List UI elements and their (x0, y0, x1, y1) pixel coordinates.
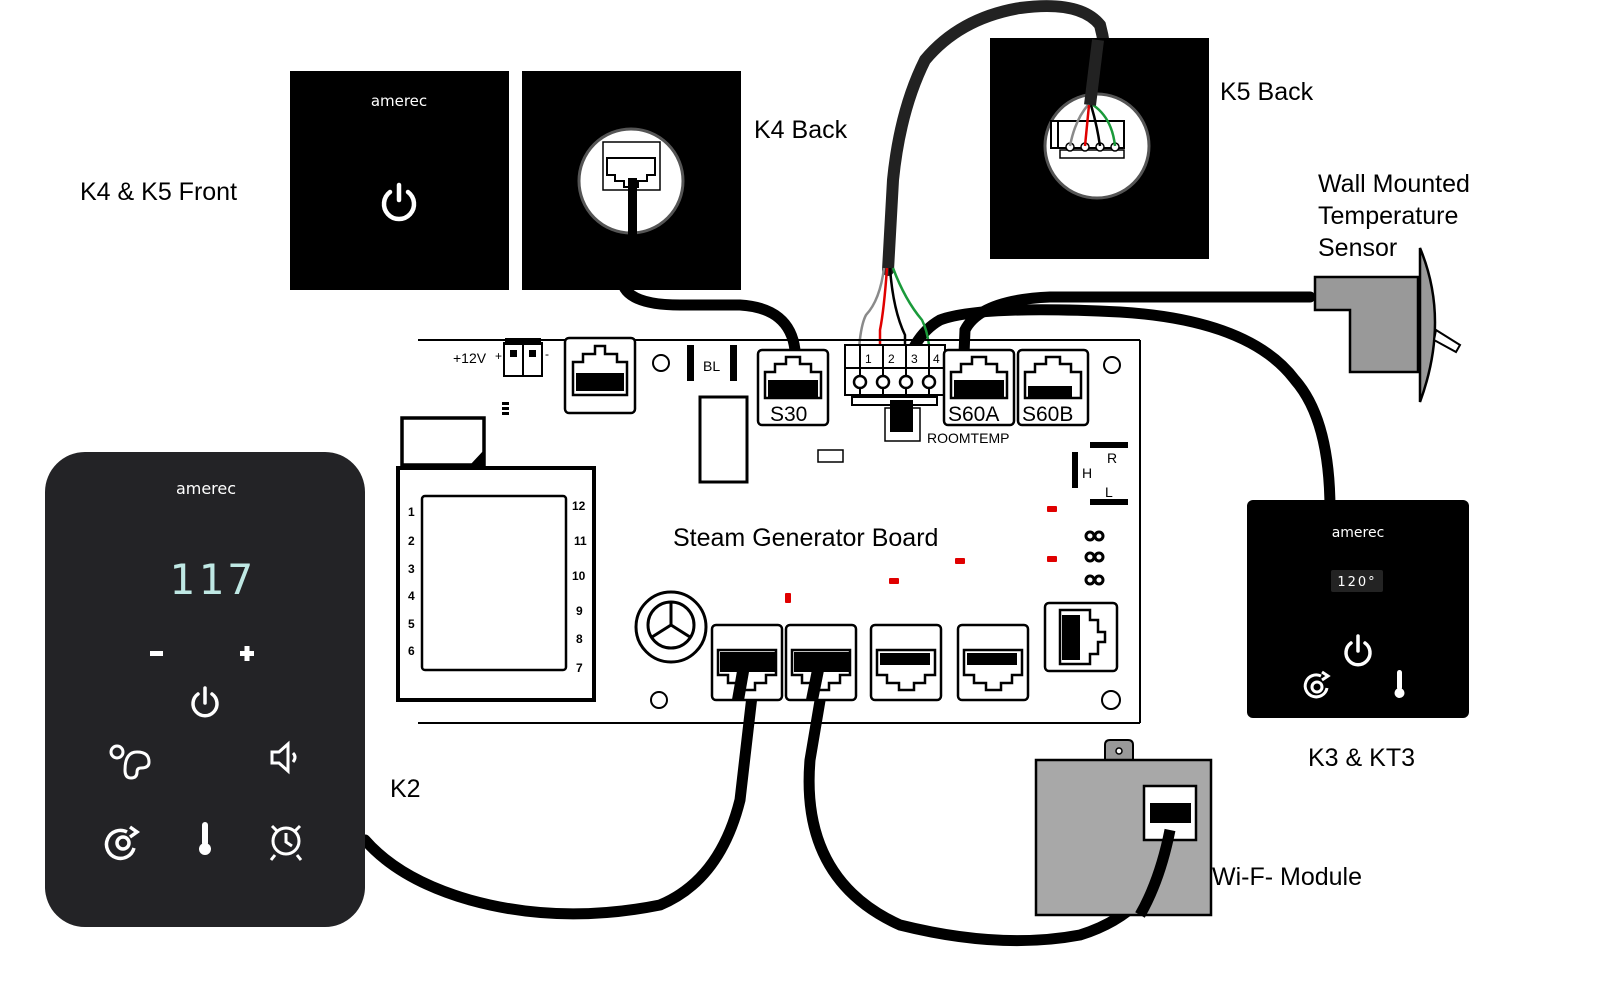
wall-sensor-label-line1: Wall Mounted (1318, 170, 1470, 198)
k2-display: 117 (169, 555, 257, 604)
jumper-r-label: R (1107, 450, 1117, 466)
k2-sound-icon[interactable] (270, 740, 297, 775)
k2-minus-button[interactable] (150, 651, 163, 656)
k4-front-brand: amerec (371, 92, 427, 110)
port-unlabeled-top[interactable] (563, 336, 637, 415)
mount-hole (650, 691, 668, 709)
transformer-pin-12: 12 (572, 499, 586, 513)
terminal-pin-1: 1 (865, 352, 872, 366)
wire-red (878, 267, 889, 380)
wall-sensor-label-line3: Sensor (1318, 234, 1397, 262)
header-pins (1084, 530, 1105, 586)
k3-power-icon[interactable] (1344, 634, 1372, 667)
bl-label: BL (703, 358, 720, 374)
power-icon[interactable] (381, 182, 417, 222)
port-s60b[interactable]: S60B (1016, 348, 1090, 427)
transformer-pin-9: 9 (576, 604, 583, 618)
transformer-pin-8: 8 (576, 632, 583, 646)
k4-k5-front-panel: amerec (290, 71, 509, 290)
jumper-h-label: H (1082, 465, 1092, 481)
port-bottom-4[interactable] (956, 623, 1030, 702)
k3-kt3-label: K3 & KT3 (1308, 744, 1415, 772)
cable-k2-to-board (359, 664, 761, 920)
wall-temperature-sensor (1313, 247, 1462, 403)
k2-brand: amerec (176, 479, 236, 498)
k5-back-panel (990, 38, 1209, 259)
terminal-pin-2: 2 (888, 352, 895, 366)
terminal-block[interactable]: 1 2 3 4 (844, 344, 946, 406)
transformer-pin-2: 2 (408, 534, 415, 548)
transformer-pin-10: 10 (572, 569, 586, 583)
status-leds (785, 506, 1057, 603)
k2-thermometer-icon[interactable] (199, 822, 211, 855)
cable-k4-to-s30 (614, 199, 803, 374)
k3-brand: amerec (1332, 525, 1385, 541)
board-label: Steam Generator Board (673, 524, 938, 552)
k2-timer-icon[interactable] (104, 825, 141, 861)
port-side[interactable] (1043, 601, 1119, 673)
transformer-pin-5: 5 (408, 617, 415, 631)
k5-back-label: K5 Back (1220, 78, 1314, 106)
k4-back-panel (522, 71, 741, 290)
k3-thermometer-icon[interactable] (1394, 670, 1405, 698)
terminal-pin-3: 3 (911, 352, 918, 366)
k4-back-label: K4 Back (754, 116, 848, 144)
transformer-pin-4: 4 (408, 589, 415, 603)
relay (698, 395, 749, 484)
mount-hole (652, 354, 670, 372)
k2-alarm-icon[interactable] (269, 824, 303, 861)
port-bottom-3[interactable] (869, 623, 943, 702)
wifi-module (1034, 739, 1213, 918)
power-label: +12V (453, 350, 487, 366)
k2-power-icon[interactable] (191, 686, 219, 718)
k3-timer-icon[interactable] (1303, 670, 1331, 699)
k2-label: K2 (390, 775, 421, 803)
power-minus: - (545, 347, 549, 361)
port-s60a[interactable]: S60A (942, 348, 1016, 427)
transformer-pin-1: 1 (408, 505, 415, 519)
k3-display: 120° (1337, 575, 1376, 590)
port-s30-label: S30 (770, 403, 807, 426)
mount-hole (1103, 356, 1121, 374)
k4-k5-front-label: K4 & K5 Front (80, 178, 237, 206)
k2-plus-button[interactable] (240, 646, 254, 661)
jumper-l-label: L (1105, 484, 1113, 500)
transformer: 1 2 3 4 5 6 12 11 10 9 8 7 (396, 416, 596, 702)
mount-hole (1101, 690, 1121, 710)
k2-light-color-icon[interactable] (109, 744, 151, 780)
port-s30[interactable]: S30 (756, 348, 830, 427)
terminal-pin-4: 4 (933, 352, 940, 366)
transformer-pin-6: 6 (408, 644, 415, 658)
transformer-pin-7: 7 (576, 661, 583, 675)
wall-sensor-label-line2: Temperature (1318, 202, 1458, 230)
roomtemp-connector[interactable]: ROOMTEMP (884, 400, 1009, 446)
roomtemp-label: ROOMTEMP (927, 430, 1009, 446)
buzzer (634, 590, 708, 664)
wifi-module-label: Wi-F- Module (1212, 863, 1362, 891)
k2-panel: amerec 117 (45, 452, 365, 927)
wire-black (888, 267, 907, 380)
power-plus: + (495, 349, 502, 363)
transformer-pin-11: 11 (574, 534, 587, 548)
k3-kt3-panel: amerec 120° (1247, 500, 1469, 718)
transformer-pin-3: 3 (408, 562, 415, 576)
port-s60a-label: S60A (948, 403, 999, 426)
cable-k3-to-roomtemp (893, 304, 1336, 516)
steam-generator-board: +12V + - BL S30 (396, 336, 1141, 724)
port-s60b-label: S60B (1022, 403, 1073, 426)
